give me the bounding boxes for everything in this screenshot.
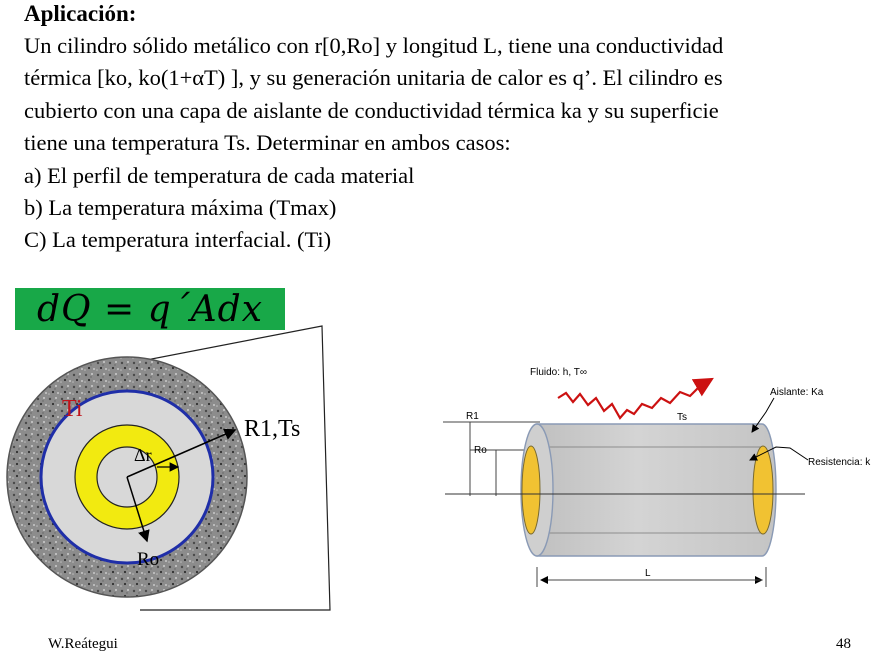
r1-radius-arrow <box>126 428 237 478</box>
insulation-leader <box>751 397 775 433</box>
page-number: 48 <box>836 636 851 652</box>
length-label: L <box>645 568 651 579</box>
ro-radius-arrow <box>126 476 150 543</box>
statement-line: tiene una temperatura Ts. Determinar en … <box>24 130 511 156</box>
question-c: C) La temperatura interfacial. (Ti) <box>24 227 332 253</box>
cylinder-body <box>522 423 777 557</box>
dr-label: Δr <box>134 445 152 465</box>
footer-author: W.Reátegui <box>48 636 118 652</box>
formula-text: dQ = q´Adx <box>37 288 263 330</box>
fluid-label: Fluido: h, T∞ <box>530 367 587 378</box>
question-b: b) La temperatura máxima (Tmax) <box>24 195 337 221</box>
statement-line: cubierto con una capa de aislante de con… <box>24 97 719 123</box>
ro-label-right: Ro <box>474 445 487 456</box>
ti-label: Ti <box>62 396 83 422</box>
problem-statement: Un cilindro sólido metálico con r[0,Ro] … <box>24 30 869 257</box>
statement-line: térmica [ko, ko(1+αT) ], y su generación… <box>24 65 723 91</box>
r1-label: R1 <box>466 411 479 422</box>
right-end-core <box>752 445 774 535</box>
statement-line: Un cilindro sólido metálico con r[0,Ro] … <box>24 33 724 58</box>
figure-frame <box>109 325 331 611</box>
r1-ts-label: R1,Ts <box>244 416 300 442</box>
formula-box: dQ = q´Adx <box>15 288 285 330</box>
slide-heading: Aplicación: <box>24 1 137 26</box>
question-a: a) El perfil de temperatura de cada mate… <box>24 162 415 188</box>
resistance-label: Resistencia: k <box>808 457 871 468</box>
right-cylinder-figure: Fluido: h, T∞ Aislante: Ka Ts R1 Ro Resi… <box>443 367 871 587</box>
heat-flow-arrow <box>557 377 714 420</box>
insulation-label: Aislante: Ka <box>770 387 824 398</box>
ts-label: Ts <box>677 412 687 423</box>
resistance-leader <box>749 446 809 461</box>
left-end-core <box>521 445 541 535</box>
ro-label: Ro <box>137 549 159 570</box>
left-cross-section-figure: Ti R1,Ts Δr Ro <box>6 325 331 611</box>
